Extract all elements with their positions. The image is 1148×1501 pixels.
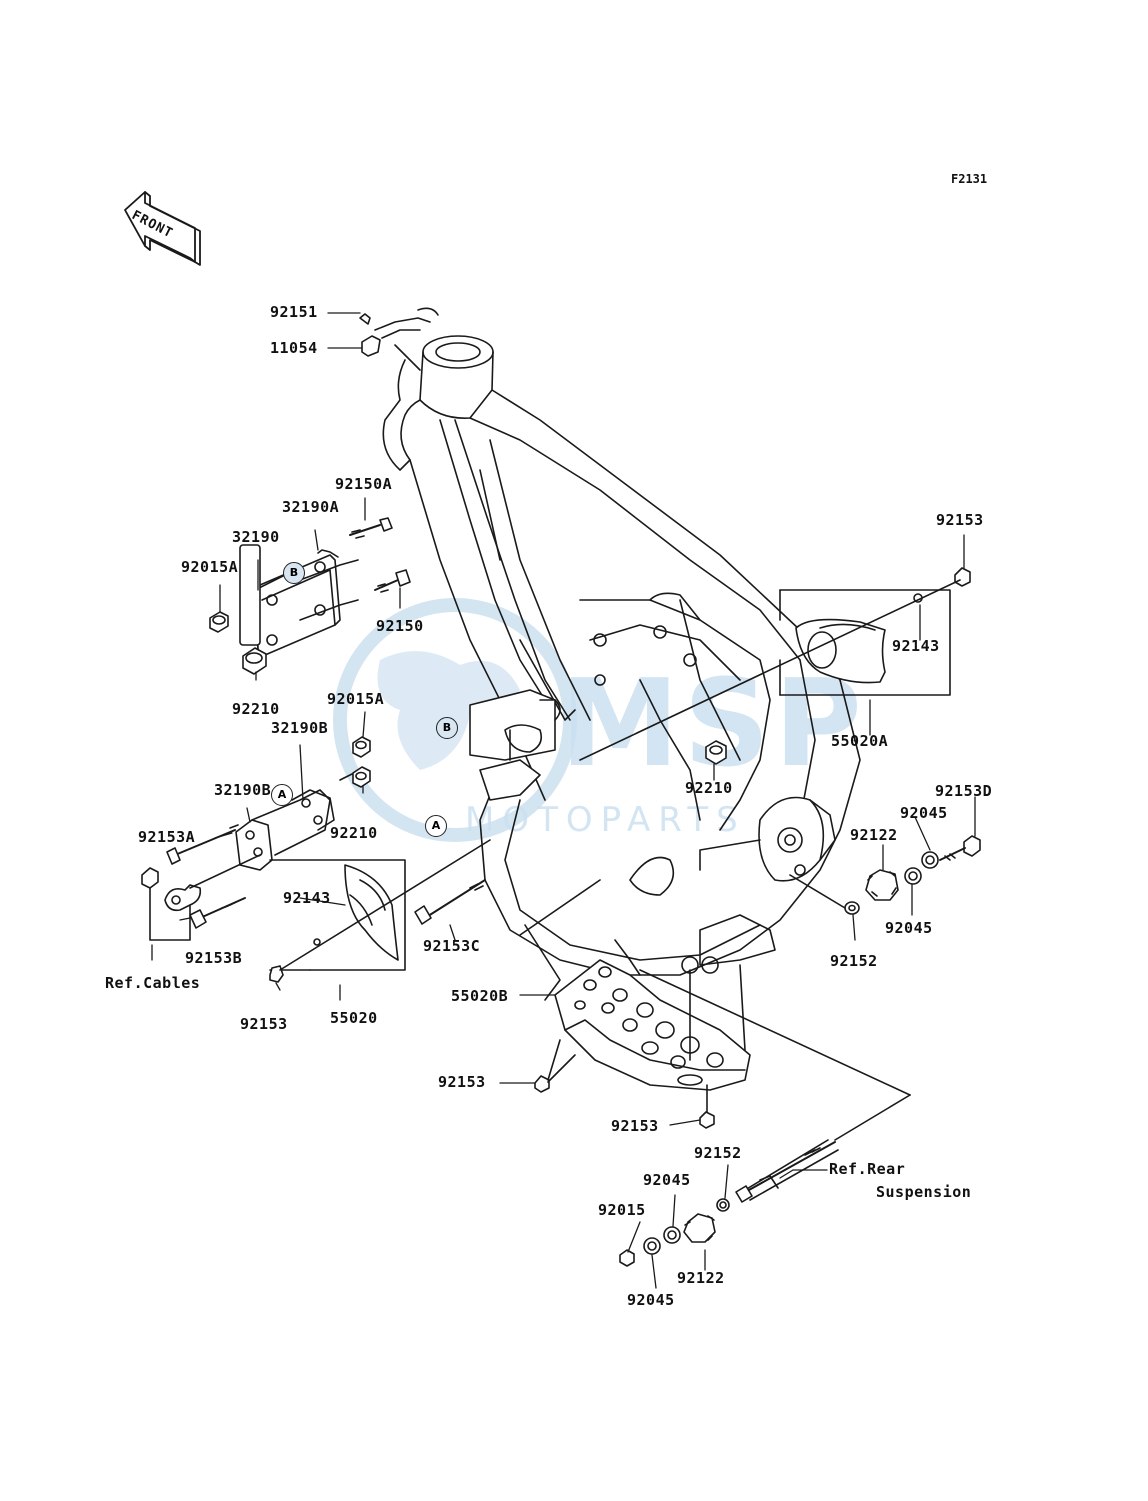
nut-92210-frame	[705, 740, 727, 765]
callout-b-frame: B	[436, 717, 458, 739]
bolt-92150A	[349, 517, 393, 539]
part-label-55020[interactable]: 55020	[330, 1009, 378, 1027]
upper-frame-rails	[409, 389, 861, 896]
nut-92210-left	[242, 647, 267, 675]
part-label-32190A[interactable]: 32190A	[282, 498, 340, 516]
part-label-92153-bottom[interactable]: 92153	[611, 1117, 659, 1135]
rear-suspension-bolt	[619, 969, 911, 1267]
chain-guide-55020A	[579, 567, 971, 761]
part-label-92150[interactable]: 92150	[376, 617, 424, 635]
nut-92015A-top	[209, 611, 229, 633]
ref-cables-label[interactable]: Ref.Cables	[105, 974, 201, 992]
part-label-92122-r[interactable]: 92122	[850, 826, 898, 844]
nut-92210-mid	[352, 766, 371, 788]
part-label-55020B[interactable]: 55020B	[451, 987, 509, 1005]
part-label-92153D[interactable]: 92153D	[935, 782, 993, 800]
part-label-92152-b[interactable]: 92152	[694, 1144, 742, 1162]
part-label-32190B-upper[interactable]: 32190B	[271, 719, 329, 737]
leader-lines	[151, 312, 976, 1289]
cable-holder-11054	[359, 307, 439, 371]
part-label-92153-left[interactable]: 92153	[240, 1015, 288, 1033]
watermark-subtitle: MOTOPARTS	[465, 800, 746, 840]
part-label-92045-r1[interactable]: 92045	[900, 804, 948, 822]
skid-plate-55020B	[519, 879, 751, 1129]
part-label-92210-left[interactable]: 92210	[232, 700, 280, 718]
part-label-92122-b[interactable]: 92122	[677, 1269, 725, 1287]
frame-bracket-b	[469, 689, 561, 801]
part-label-92210-mid[interactable]: 92210	[330, 824, 378, 842]
bolt-92153A	[166, 824, 239, 865]
front-arrow-icon	[124, 191, 201, 266]
part-label-92015A-mid[interactable]: 92015A	[327, 690, 385, 708]
cable-guide-clips	[141, 854, 261, 941]
part-label-92153-right[interactable]: 92153	[936, 511, 984, 529]
steering-head	[382, 335, 494, 471]
part-label-92045-b2[interactable]: 92045	[627, 1291, 675, 1309]
part-label-92153A[interactable]: 92153A	[138, 828, 196, 846]
ref-rear-label-line1[interactable]: Ref.Rear	[829, 1160, 906, 1178]
part-label-92153-skid[interactable]: 92153	[438, 1073, 486, 1091]
part-label-92045-b1[interactable]: 92045	[643, 1171, 691, 1189]
bolt-92150	[374, 569, 411, 593]
chain-guard-55020	[269, 839, 491, 983]
part-label-92152-r[interactable]: 92152	[830, 952, 878, 970]
part-label-92150A[interactable]: 92150A	[335, 475, 393, 493]
callout-a-bracket: A	[271, 784, 293, 806]
diagram-code: F2131	[951, 172, 988, 186]
part-label-55020A[interactable]: 55020A	[831, 732, 889, 750]
part-label-92015A-top[interactable]: 92015A	[181, 558, 239, 576]
callout-a-frame: A	[425, 815, 447, 837]
part-label-32190[interactable]: 32190	[232, 528, 280, 546]
part-label-92153C[interactable]: 92153C	[423, 937, 481, 955]
engine-mount-bracket-lower	[235, 769, 361, 871]
bolt-92153C	[414, 879, 486, 925]
rear-pivot-spacers	[699, 835, 981, 915]
engine-mount-bracket-upper	[239, 544, 359, 656]
pivot-plates	[579, 592, 836, 882]
part-label-92015[interactable]: 92015	[598, 1201, 646, 1219]
nut-92015A-mid	[352, 736, 371, 758]
part-label-92045-r2[interactable]: 92045	[885, 919, 933, 937]
callout-b-bracket: B	[283, 562, 305, 584]
part-label-92210-frame[interactable]: 92210	[685, 779, 733, 797]
lower-cradle	[479, 599, 801, 976]
part-label-92143-left[interactable]: 92143	[283, 889, 331, 907]
part-label-92153B[interactable]: 92153B	[185, 949, 243, 967]
part-label-32190B-lower[interactable]: 32190B	[214, 781, 272, 799]
part-label-11054[interactable]: 11054	[270, 339, 318, 357]
part-label-92151[interactable]: 92151	[270, 303, 318, 321]
ref-rear-label-line2[interactable]: Suspension	[876, 1183, 972, 1201]
bolt-92153B	[189, 897, 246, 929]
part-label-92143-right[interactable]: 92143	[892, 637, 940, 655]
